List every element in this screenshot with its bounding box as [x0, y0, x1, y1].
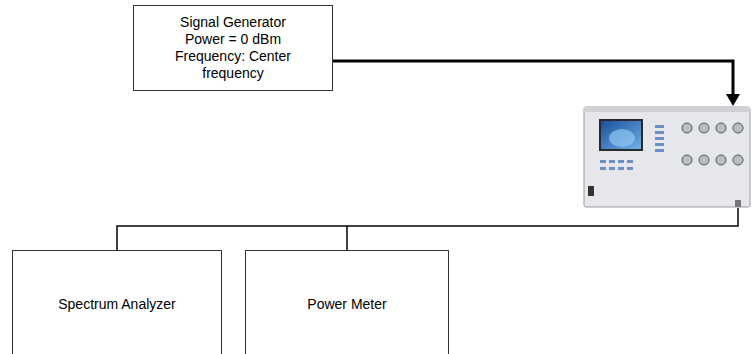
connector: [716, 155, 726, 165]
output-line: [117, 208, 738, 250]
instrument-box: Signal GeneratorPower = 0 dBmFrequency: …: [133, 5, 333, 91]
output-port: [735, 200, 741, 207]
power-switch: [588, 186, 594, 196]
connector: [699, 123, 709, 133]
connector: [733, 123, 743, 133]
key: [655, 131, 664, 134]
key: [627, 167, 633, 170]
signal-line: [333, 61, 733, 95]
instrument-body: [584, 107, 750, 207]
instrument-top-edge: [584, 107, 750, 112]
box-label: Power Meter: [307, 296, 386, 313]
connectors: [682, 123, 743, 165]
key: [609, 167, 615, 170]
connector: [682, 155, 692, 165]
connector: [716, 123, 726, 133]
box-label: Spectrum Analyzer: [58, 296, 176, 313]
box-label: Power = 0 dBm: [185, 31, 281, 48]
screen-image: [609, 129, 635, 147]
connector: [733, 155, 743, 165]
key: [618, 160, 624, 163]
key: [655, 143, 664, 146]
key: [609, 160, 615, 163]
instrument-box: Power Meter: [245, 250, 449, 354]
box-label: Frequency: Center frequency: [144, 48, 322, 82]
connector: [699, 155, 709, 165]
arrow-head: [726, 94, 740, 106]
key: [600, 167, 606, 170]
keypad: [600, 125, 664, 170]
output-branch: [346, 226, 348, 250]
instrument-illustration: [584, 107, 750, 207]
key: [655, 125, 664, 128]
instrument-box: Spectrum Analyzer: [12, 250, 222, 354]
box-label: Signal Generator: [180, 14, 286, 31]
key: [600, 160, 606, 163]
connector: [682, 123, 692, 133]
key: [655, 137, 664, 140]
key: [655, 149, 664, 152]
key: [627, 160, 633, 163]
screen: [601, 121, 641, 149]
key: [618, 167, 624, 170]
screen-frame: [599, 119, 643, 151]
